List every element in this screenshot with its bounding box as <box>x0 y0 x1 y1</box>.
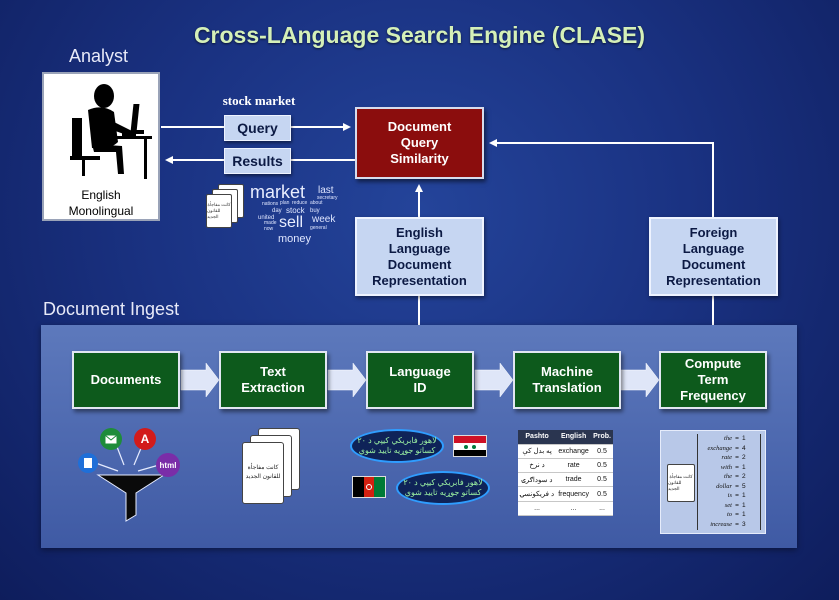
word-now: now <box>264 226 274 232</box>
tf-row: the=2 <box>724 473 746 480</box>
tf-row: increase=3 <box>710 520 746 528</box>
tf-row: the=1 <box>724 435 746 442</box>
word-buy: buy <box>310 208 320 214</box>
results-document-icon: كانت مفاجأة للقانون الجديد <box>206 194 232 228</box>
arabic-text-bubble: لاهور فابريكي كيپي د ٢٠ كساتو جوړيه تايي… <box>350 429 444 463</box>
word-last: last <box>318 185 334 196</box>
pipeline-arrow-2 <box>327 362 367 398</box>
machine-translation-box[interactable]: Machine Translation <box>513 351 621 409</box>
table-row: د فریکونسۍ frequency 0.5 <box>518 486 613 502</box>
word-cloud: market last secretary nations plan reduc… <box>250 180 350 250</box>
english-document-representation-box[interactable]: English Language Document Representation <box>355 217 484 296</box>
tf-row: dollar=5 <box>716 482 746 490</box>
word-market: market <box>250 182 306 202</box>
word-secretary: secretary <box>317 195 338 201</box>
pipeline-arrow-3 <box>474 362 514 398</box>
query-button[interactable]: Query <box>224 115 291 141</box>
page-title: Cross-LAnguage Search Engine (CLASE) <box>193 22 646 48</box>
pashto-text-bubble: لاهور فابريكي كيپي د ٢٠ كساتو جوړيه تايي… <box>396 471 490 505</box>
document-query-similarity-box[interactable]: Document Query Similarity <box>355 107 484 179</box>
analyst-caption-line2: Monolingual <box>68 204 134 218</box>
documents-box[interactable]: Documents <box>72 351 180 409</box>
word-united: united <box>258 215 275 221</box>
foreign-rep-arrow <box>489 139 714 217</box>
word-about: about <box>310 200 323 206</box>
translation-table-header: Pashto English Prob. <box>518 430 613 445</box>
word-plan: plan <box>280 200 290 206</box>
word-money: money <box>278 233 312 245</box>
documents-funnel-illustration: A html <box>78 425 188 525</box>
compute-term-frequency-box[interactable]: Compute Term Frequency <box>659 351 767 409</box>
document-icon <box>78 453 98 473</box>
pipeline-arrow-1 <box>180 362 220 398</box>
text-extraction-box[interactable]: Text Extraction <box>219 351 327 409</box>
html-icon: html <box>156 453 180 477</box>
word-day: day <box>272 208 282 214</box>
document-ingest-label: Document Ingest <box>43 299 180 319</box>
table-row: په بدل کې exchange 0.5 <box>518 444 613 459</box>
translation-table: Pashto English Prob. په بدل کې exchange … <box>518 430 613 517</box>
tf-row: rate=2 <box>721 454 746 461</box>
word-reduce: reduce <box>292 200 308 206</box>
pipeline-arrow-4 <box>620 362 660 398</box>
word-week: week <box>312 214 336 225</box>
tf-row: set=1 <box>724 501 746 509</box>
text-documents-stack: كانت مفاجأة للقانون الجديد <box>242 428 306 508</box>
afghanistan-flag-icon <box>352 476 386 498</box>
tf-row: with=1 <box>720 463 746 471</box>
language-id-box[interactable]: Language ID <box>366 351 474 409</box>
foreign-document-representation-box[interactable]: Foreign Language Document Representation <box>649 217 778 296</box>
analyst-panel: English Monolingual <box>42 72 160 221</box>
analyst-caption-line1: English <box>81 188 121 202</box>
table-row: د نرخ rate 0.5 <box>518 458 613 474</box>
tf-row: is=1 <box>727 492 746 499</box>
tf-document-icon: كانت مفاجأة للقانون الجديد <box>667 464 695 502</box>
table-row: ... ... ... <box>518 501 613 517</box>
word-made: made <box>264 220 277 226</box>
tf-row: exchange=4 <box>707 444 746 452</box>
word-sell: sell <box>279 214 304 231</box>
tf-row: to=1 <box>726 511 746 518</box>
arabic-document-icon: كانت مفاجأة للقانون الجديد <box>242 442 284 504</box>
query-text: stock market <box>222 93 296 108</box>
pdf-icon: A <box>134 428 156 450</box>
results-button[interactable]: Results <box>224 148 291 174</box>
table-row: د سوداګرۍ trade 0.5 <box>518 472 613 488</box>
funnel-icon <box>96 474 166 522</box>
syria-flag-icon <box>453 435 487 457</box>
term-frequency-vector: the=1 exchange=4 rate=2 with=1 the=2 dol… <box>697 434 761 530</box>
results-document-stack: كانت مفاجأة للقانون الجديد <box>206 184 248 234</box>
word-general: general <box>310 225 327 231</box>
analyst-at-computer-icon <box>70 84 152 179</box>
word-stock: stock <box>286 206 305 215</box>
word-nations: nations <box>262 201 279 207</box>
email-icon <box>100 428 122 450</box>
analyst-label: Analyst <box>69 46 129 66</box>
